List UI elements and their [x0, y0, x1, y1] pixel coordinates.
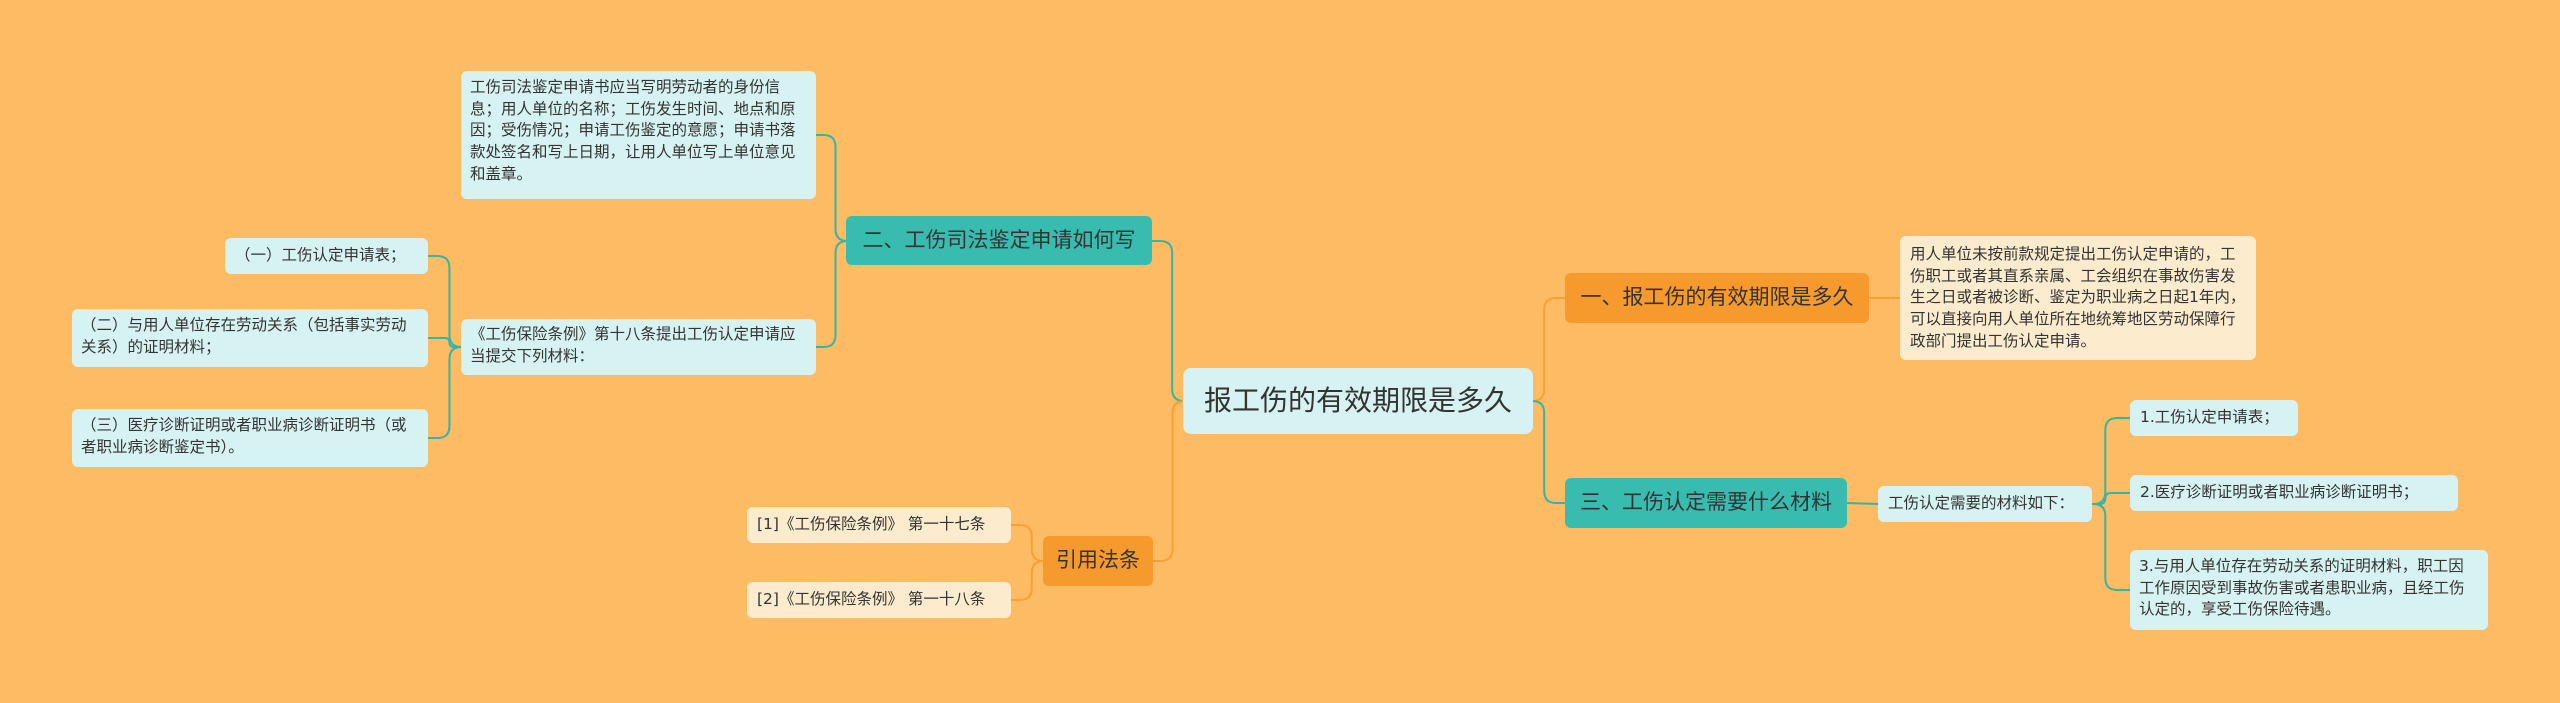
effective-period-detail[interactable]: 用人单位未按前款规定提出工伤认定申请的，工伤职工或者其直系亲属、工会组织在事故伤… — [1900, 236, 2256, 360]
edge-branch3-intro — [1846, 502, 1879, 505]
materials-intro[interactable]: 工伤认定需要的材料如下： — [1878, 486, 2092, 522]
edge-detail2-material2 — [428, 337, 461, 348]
edge-root-branch3 — [1532, 400, 1565, 504]
appraisal-application-detail[interactable]: 工伤司法鉴定申请书应当写明劳动者的身份信息；用人单位的名称；工伤发生时间、地点和… — [461, 71, 816, 199]
edge-branch2-detail2 — [816, 240, 848, 348]
material-item-3[interactable]: （三）医疗诊断证明或者职业病诊断证明书（或者职业病诊断鉴定书）。 — [72, 409, 428, 467]
law-reference-2[interactable]: [2]《工伤保险条例》 第一十八条 — [747, 582, 1011, 618]
required-item-2[interactable]: 2.医疗诊断证明或者职业病诊断证明书； — [2130, 475, 2458, 511]
edge-detail2-material3 — [428, 346, 462, 439]
branch-effective-period[interactable]: 一、报工伤的有效期限是多久 — [1565, 273, 1869, 323]
edge-branch4-ref1 — [1011, 524, 1044, 562]
required-item-3[interactable]: 3.与用人单位存在劳动关系的证明材料，职工因工作原因受到事故伤害或者患职业病，且… — [2130, 550, 2488, 630]
edge-intro-item2 — [2092, 492, 2130, 505]
regulation-article-18-summary[interactable]: 《工伤保险条例》第十八条提出工伤认定申请应当提交下列材料： — [461, 319, 816, 375]
edge-branch2-detail1 — [816, 134, 848, 242]
branch-required-materials[interactable]: 三、工伤认定需要什么材料 — [1565, 478, 1847, 528]
edge-detail2-material1 — [428, 255, 462, 348]
law-reference-1[interactable]: [1]《工伤保险条例》 第一十七条 — [747, 507, 1011, 543]
material-item-1[interactable]: （一）工伤认定申请表； — [225, 238, 428, 274]
branch-cited-laws[interactable]: 引用法条 — [1043, 536, 1153, 586]
edge-root-branch4 — [1153, 400, 1185, 562]
material-item-2[interactable]: （二）与用人单位存在劳动关系（包括事实劳动关系）的证明材料； — [72, 309, 428, 367]
edge-intro-item1 — [2092, 417, 2130, 505]
edge-root-branch2 — [1152, 240, 1185, 402]
branch-judicial-appraisal[interactable]: 二、工伤司法鉴定申请如何写 — [846, 216, 1152, 265]
required-item-1[interactable]: 1.工伤认定申请表； — [2130, 400, 2298, 436]
root-topic[interactable]: 报工伤的有效期限是多久 — [1183, 368, 1533, 434]
edge-branch4-ref2 — [1011, 560, 1044, 601]
edge-root-branch1 — [1532, 297, 1565, 402]
edge-intro-item3 — [2092, 503, 2130, 591]
